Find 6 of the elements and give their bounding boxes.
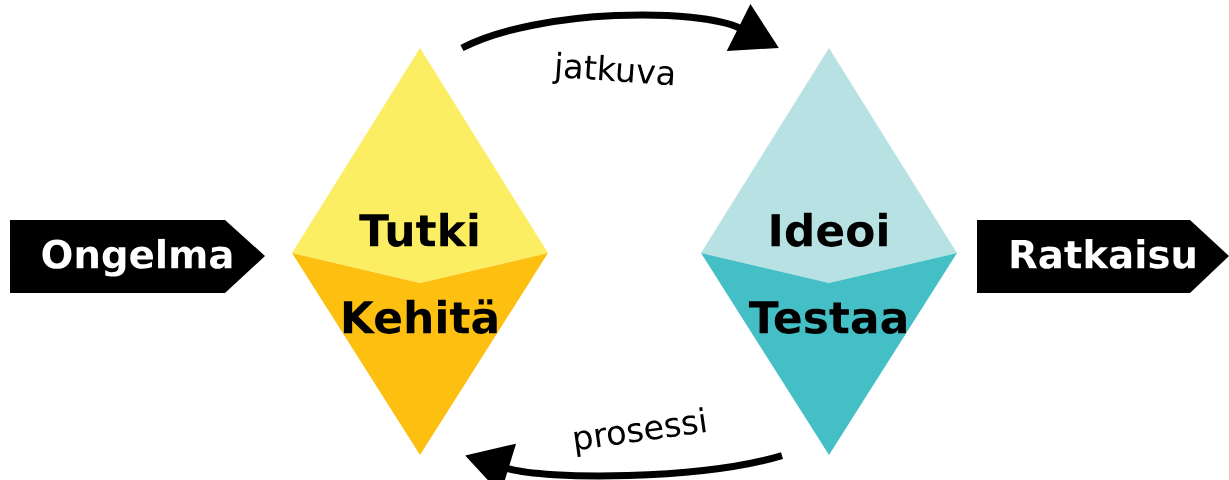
diamond-top-half: Ideoi bbox=[701, 48, 957, 283]
diamond-top-half: Tutki bbox=[292, 48, 548, 283]
arrow-tag: Ratkaisu bbox=[977, 220, 1229, 293]
edge-label: jatkuva bbox=[552, 51, 674, 86]
diamond-bottom-half: Kehitä bbox=[292, 253, 548, 455]
arrow-tag: Ongelma bbox=[10, 220, 265, 293]
